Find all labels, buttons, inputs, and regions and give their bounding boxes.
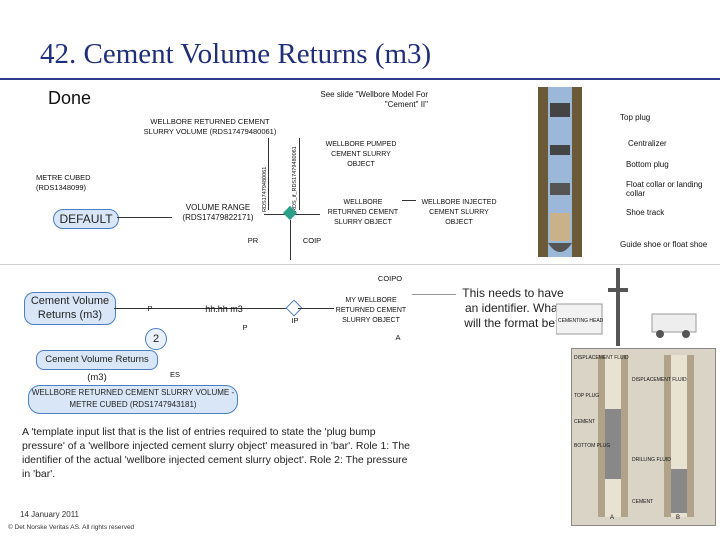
cement-volume-returns-pill: Cement Volume Returns (m3) bbox=[24, 292, 116, 325]
photo-label: CEMENT bbox=[574, 419, 596, 425]
photo-label: A bbox=[610, 515, 615, 521]
photo-label: B bbox=[676, 515, 681, 521]
step-number-badge: 2 bbox=[145, 328, 167, 350]
vertical-id-label: RDS_if_RDS17479480061 bbox=[292, 146, 298, 212]
connector-line bbox=[268, 138, 269, 210]
photo-label: DISPLACEMENT FLUID bbox=[574, 355, 629, 361]
my-returned-object-label: MY WELLBORE RETURNED CEMENT SLURRY OBJEC… bbox=[335, 297, 407, 324]
a-label: A bbox=[395, 333, 401, 342]
status-label: Done bbox=[48, 88, 92, 108]
wellbore-schematic bbox=[538, 87, 582, 257]
float-collar-label: Float collar or landing collar bbox=[626, 180, 703, 198]
cementing-rig-illustration bbox=[556, 268, 697, 346]
centralizer-label: Centralizer bbox=[628, 139, 667, 148]
note-pointer bbox=[412, 294, 456, 295]
coipo-label: COIPO bbox=[377, 274, 403, 283]
connector-line bbox=[298, 308, 334, 309]
identifier-note: This needs to have an identifier. What w… bbox=[462, 286, 564, 330]
ip-label: IP bbox=[291, 316, 299, 325]
p-label: P bbox=[147, 304, 153, 313]
connector-line bbox=[290, 220, 291, 260]
connector-line bbox=[299, 138, 300, 210]
title-divider bbox=[0, 78, 720, 80]
guide-shoe-label: Guide shoe or float shoe bbox=[620, 240, 708, 249]
connector-line bbox=[114, 308, 289, 309]
connector-line bbox=[402, 200, 416, 201]
photo-label: TOP PLUG bbox=[574, 393, 600, 399]
es-label: ES bbox=[169, 370, 180, 379]
footer-date: 14 January 2011 bbox=[20, 510, 80, 519]
returned-slurry-volume-label: WELLBORE RETURNED CEMENT SLURRY VOLUME (… bbox=[143, 117, 277, 136]
hh-hh-m3-label: hh.hh m3 bbox=[205, 304, 243, 314]
photo-label: DISPLACEMENT FLUID bbox=[632, 377, 687, 383]
pr-label: PR bbox=[247, 236, 259, 245]
template-input-note: A 'template input list that is the list … bbox=[22, 426, 411, 480]
default-pill: DEFAULT bbox=[53, 209, 119, 229]
slide-title: 42. Cement Volume Returns (m3) bbox=[40, 38, 432, 70]
top-plug-label: Top plug bbox=[620, 113, 651, 122]
returned-object-label: WELLBORE RETURNED CEMENT SLURRY OBJECT bbox=[327, 199, 399, 226]
section-divider bbox=[0, 264, 720, 265]
p-mid-label: P bbox=[242, 323, 248, 332]
cementing-process-illustration: DISPLACEMENT FLUID DISPLACEMENT FLUID TO… bbox=[571, 348, 716, 526]
pumped-object-label: WELLBORE PUMPED CEMENT SLURRY OBJECT bbox=[325, 141, 397, 168]
photo-label: DRILLING FLUID bbox=[632, 457, 671, 463]
injected-object-label: WELLBORE INJECTED CEMENT SLURRY OBJECT bbox=[421, 199, 497, 226]
metre-cubed-label: METRE CUBED (RDS1348099) bbox=[36, 173, 91, 192]
coip-label: COIP bbox=[302, 236, 322, 245]
volume-range-label: VOLUME RANGE (RDS17479822171) bbox=[182, 203, 254, 222]
see-slide-reference: See slide "Wellbore Model For "Cement" I… bbox=[320, 90, 428, 109]
cement-volume-returns-box: Cement Volume Returns (m3) bbox=[36, 350, 158, 383]
shoe-track-label: Shoe track bbox=[626, 208, 665, 217]
photo-label: CEMENT bbox=[632, 499, 654, 505]
photo-label: BOTTOM PLUG bbox=[574, 443, 611, 449]
bottom-plug-label: Bottom plug bbox=[626, 160, 669, 169]
returned-volume-metre-cubed-pill: WELLBORE RETURNED CEMENT SLURRY VOLUME -… bbox=[28, 385, 238, 414]
footer-copyright: © Det Norske Veritas AS. All rights rese… bbox=[8, 524, 135, 531]
rig-label: CEMENTING HEAD bbox=[558, 318, 604, 324]
connector-line bbox=[117, 217, 172, 218]
